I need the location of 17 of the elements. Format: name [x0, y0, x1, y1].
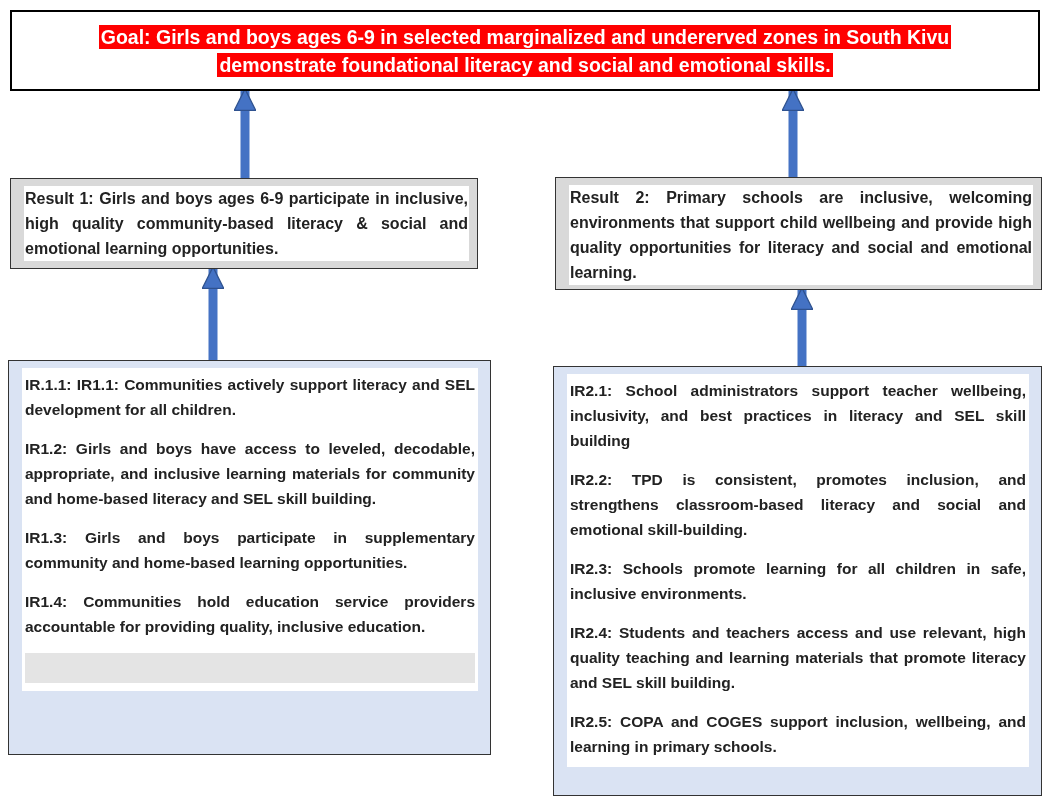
outcome-box	[553, 366, 1042, 796]
outcome-text: IR1.2: Girls and boys have access to leveled, decodable, appropriate, and inclusive learning materials for community and home-based literacy and SEL skill building.	[25, 439, 475, 509]
result-text: Result 1: Girls and boys ages 6-9 participate in inclusive, high quality community-based literacy & social and emotional learning opportunities.	[24, 186, 469, 261]
outcome-text: IR2.2: TPD is consistent, promotes inclusion, and strengthens classroom-based literacy and social and emotional skill-building.	[570, 470, 1026, 540]
result-text: Result 2: Primary schools are inclusive, welcoming environments that support child wellbeing and provide high quality opportunities for literacy and social and emotional learning.	[569, 185, 1033, 285]
outcome-text: IR2.5: COPA and COGES support inclusion, wellbeing, and learning in primary schools.	[570, 712, 1026, 757]
outcome-text: IR2.3: Schools promote learning for all children in safe, inclusive environments.	[570, 559, 1026, 604]
goal-text: Goal: Girls and boys ages 6-9 in selected marginalized and undererved zones in South Kivu demonstrate foundational literacy and social and emotional skills.	[97, 23, 953, 79]
outcome-text: IR2.4: Students and teachers access and use relevant, high quality teaching and learning materials that promote literacy and SEL skill building.	[570, 623, 1026, 693]
outcome-text: IR.1.1: IR1.1: Communities actively support literacy and SEL development for all children.	[25, 375, 475, 420]
result-box	[555, 177, 1042, 290]
outcome-text: IR1.4: Communities hold education service providers accountable for providing quality, inclusive education.	[25, 592, 475, 637]
outcome-text: IR2.1: School administrators support teacher wellbeing, inclusivity, and best practices in literacy and SEL skill building	[570, 381, 1026, 451]
outcome-box	[8, 360, 491, 755]
goal-box	[10, 10, 1040, 91]
outcome-text: IR1.3: Girls and boys participate in supplementary community and home-based learning opportunities.	[25, 528, 475, 573]
result-box	[10, 178, 478, 269]
